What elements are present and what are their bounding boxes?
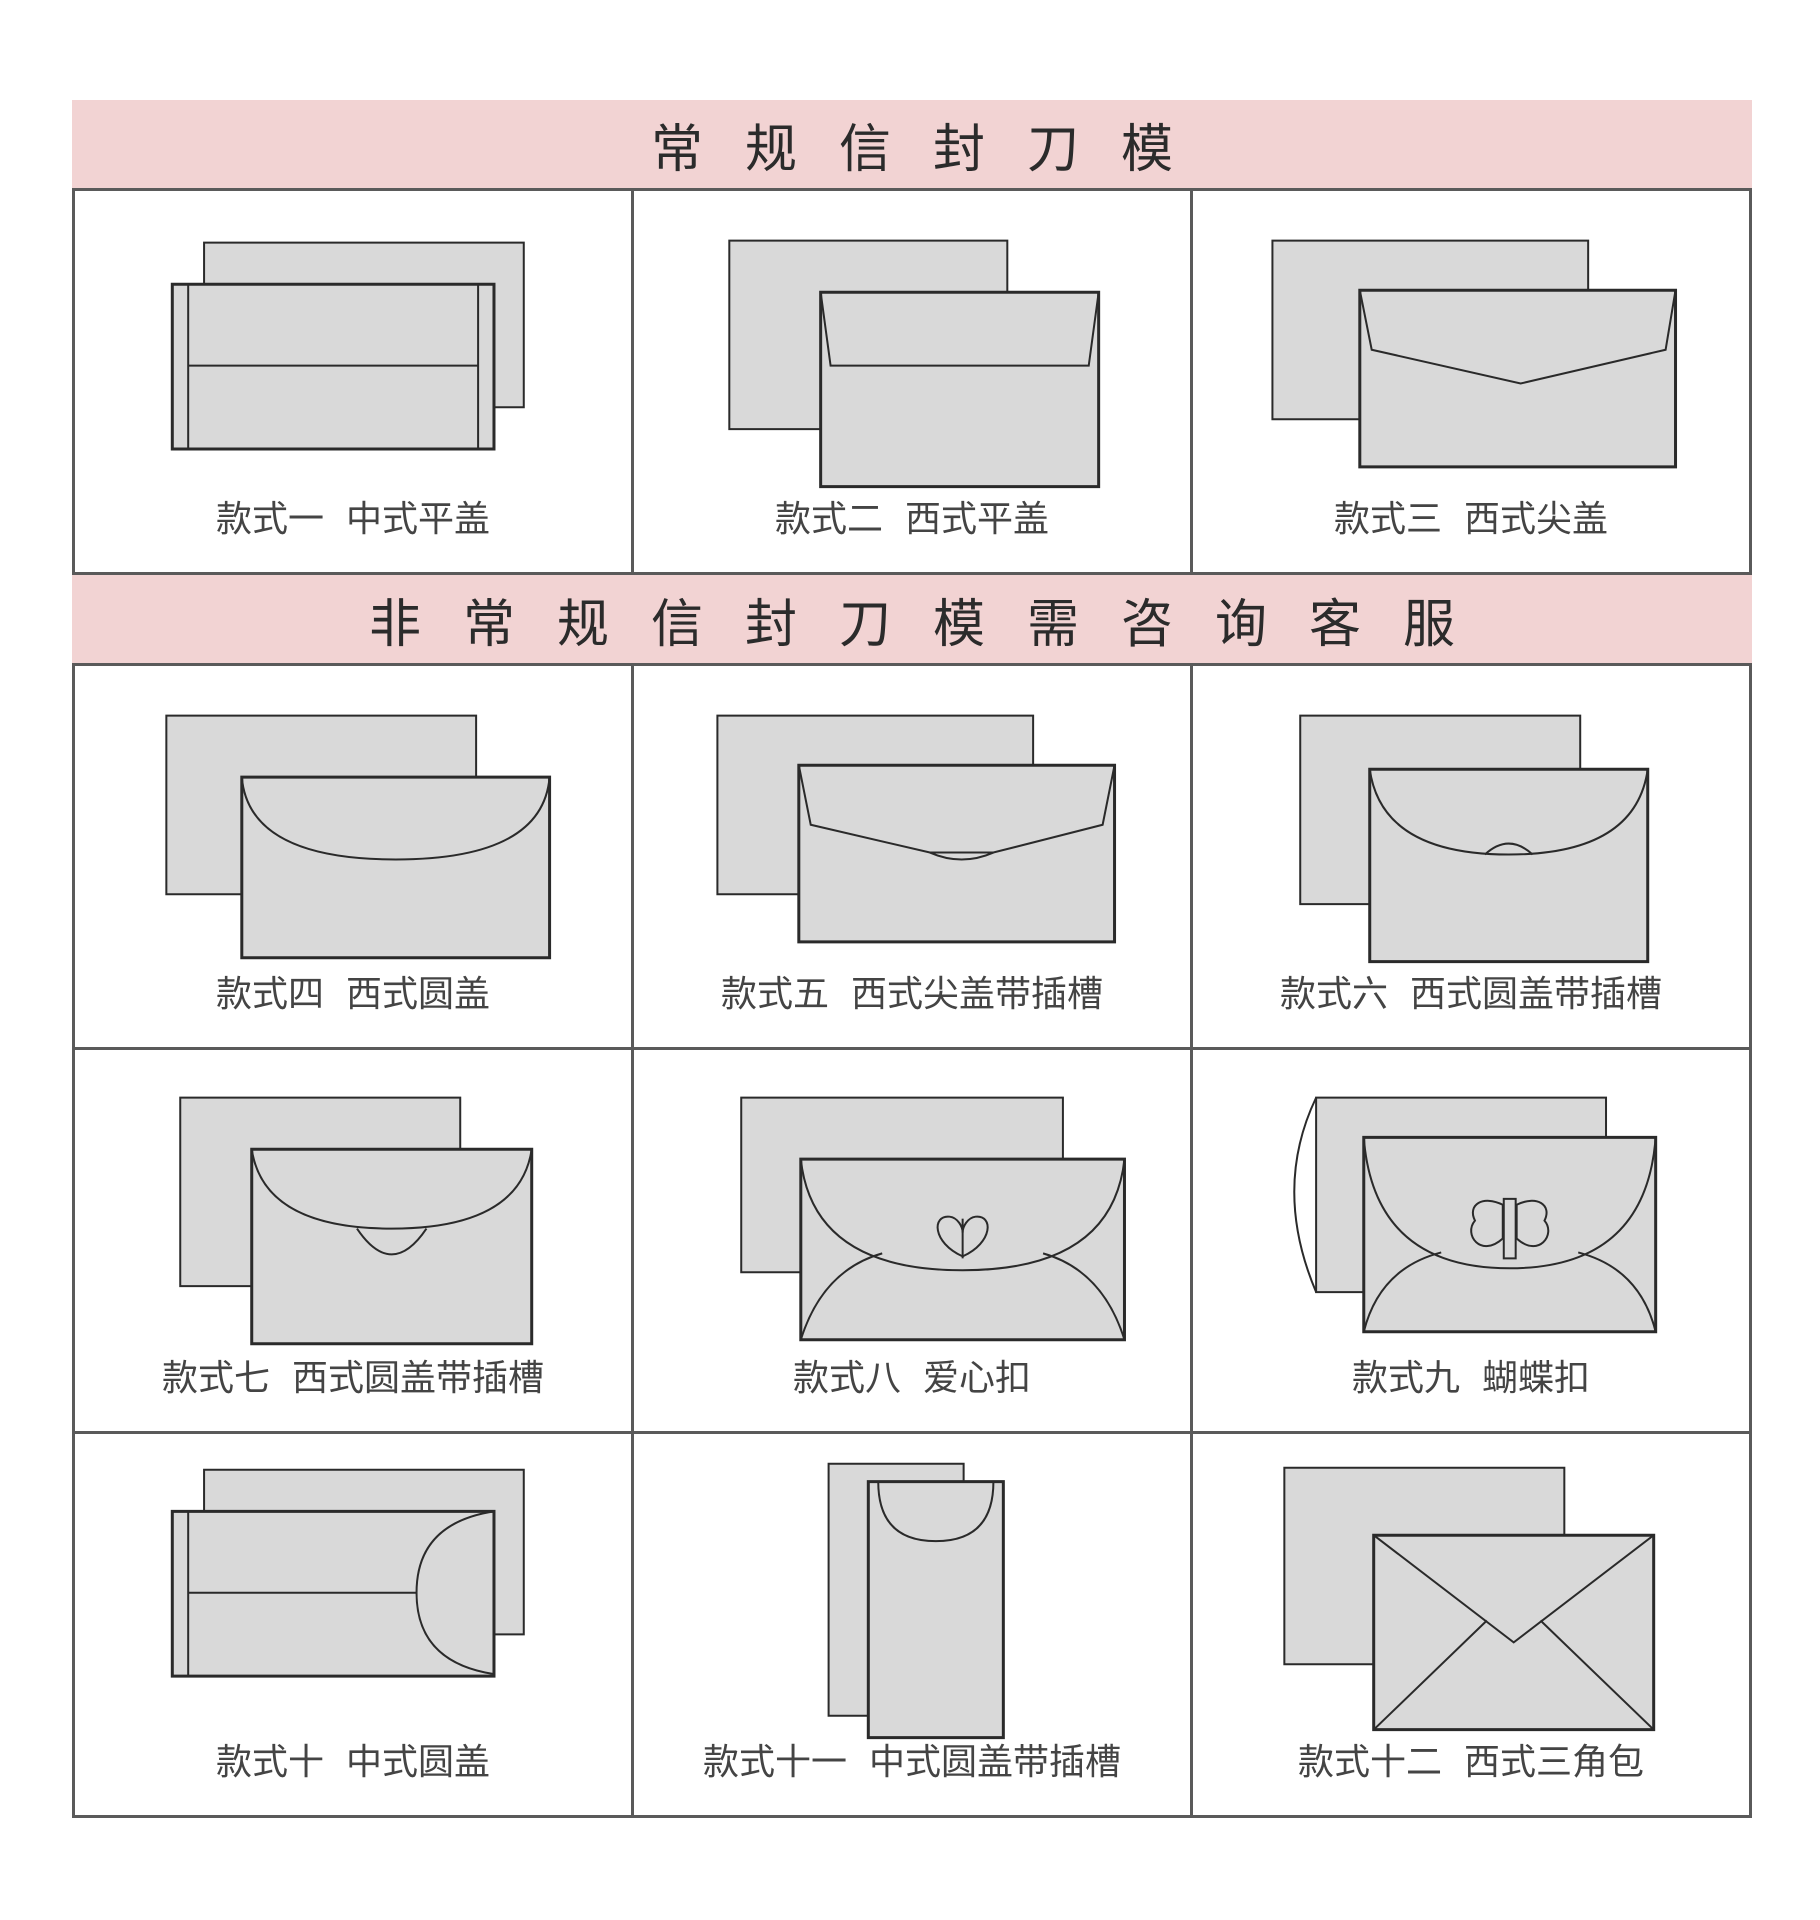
envelope-cell-10: 款式十中式圆盖 bbox=[75, 1434, 634, 1818]
section-banner-standard: 常规信封刀模 bbox=[72, 100, 1752, 188]
envelope-9-illustration bbox=[1193, 1050, 1749, 1431]
envelope-7-illustration bbox=[75, 1050, 631, 1431]
envelope-11-illustration bbox=[634, 1434, 1190, 1815]
envelope-4-caption: 款式四西式圆盖 bbox=[215, 974, 491, 1015]
envelope-cell-2: 款式二西式平盖 bbox=[634, 191, 1193, 575]
envelope-cell-11: 款式十一中式圆盖带插槽 bbox=[634, 1434, 1193, 1818]
envelope-cell-4: 款式四西式圆盖 bbox=[75, 666, 634, 1050]
envelope-cell-1: 款式一中式平盖 bbox=[75, 191, 634, 575]
envelope-7-caption: 款式七西式圆盖带插槽 bbox=[161, 1358, 545, 1399]
envelope-12-caption: 款式十二西式三角包 bbox=[1297, 1742, 1645, 1783]
envelope-11-caption: 款式十一中式圆盖带插槽 bbox=[702, 1742, 1122, 1783]
section-banner-nonstandard: 非常规信封刀模需咨询客服 bbox=[72, 575, 1752, 663]
envelope-12-illustration bbox=[1193, 1434, 1749, 1815]
envelope-4-illustration bbox=[75, 666, 631, 1047]
envelope-5-illustration bbox=[634, 666, 1190, 1047]
standard-grid: 款式一中式平盖 款式二西式平盖 款式三西式尖盖 bbox=[72, 188, 1752, 575]
nonstandard-grid: 款式四西式圆盖 款式五西式尖盖带插槽 款式六西式圆盖带插槽 bbox=[72, 663, 1752, 1818]
envelope-die-cut-chart: 常规信封刀模 款式一中式平盖 款式二西式平盖 bbox=[72, 100, 1752, 1818]
envelope-cell-6: 款式六西式圆盖带插槽 bbox=[1193, 666, 1752, 1050]
envelope-2-illustration bbox=[634, 191, 1190, 572]
envelope-6-illustration bbox=[1193, 666, 1749, 1047]
envelope-9-caption: 款式九蝴蝶扣 bbox=[1351, 1358, 1591, 1399]
envelope-10-caption: 款式十中式圆盖 bbox=[215, 1742, 491, 1783]
envelope-cell-12: 款式十二西式三角包 bbox=[1193, 1434, 1752, 1818]
envelope-1-caption: 款式一中式平盖 bbox=[215, 499, 491, 540]
envelope-6-caption: 款式六西式圆盖带插槽 bbox=[1279, 974, 1663, 1015]
envelope-cell-9: 款式九蝴蝶扣 bbox=[1193, 1050, 1752, 1434]
envelope-cell-8: 款式八爱心扣 bbox=[634, 1050, 1193, 1434]
envelope-cell-5: 款式五西式尖盖带插槽 bbox=[634, 666, 1193, 1050]
envelope-3-illustration bbox=[1193, 191, 1749, 572]
envelope-2-caption: 款式二西式平盖 bbox=[774, 499, 1050, 540]
envelope-1-illustration bbox=[75, 191, 631, 572]
envelope-3-caption: 款式三西式尖盖 bbox=[1333, 499, 1609, 540]
envelope-5-caption: 款式五西式尖盖带插槽 bbox=[720, 974, 1104, 1015]
envelope-10-illustration bbox=[75, 1434, 631, 1815]
envelope-cell-3: 款式三西式尖盖 bbox=[1193, 191, 1752, 575]
envelope-cell-7: 款式七西式圆盖带插槽 bbox=[75, 1050, 634, 1434]
envelope-8-illustration bbox=[634, 1050, 1190, 1431]
envelope-8-caption: 款式八爱心扣 bbox=[792, 1358, 1032, 1399]
